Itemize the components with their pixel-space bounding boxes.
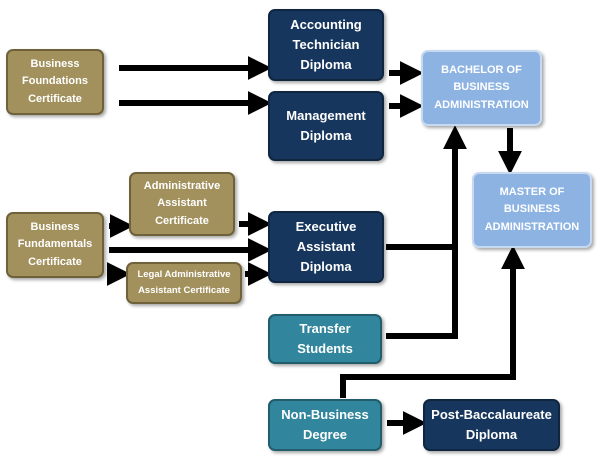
legal-admin-label: Legal Administrative Assistant Certifica… xyxy=(137,268,231,296)
accounting-technician-label: Accounting Technician Diploma xyxy=(290,16,362,73)
master-of-business-administration: MASTER OF BUSINESS ADMINISTRATION xyxy=(472,172,592,248)
post-bacc-label: Post-Baccalaureate Diploma xyxy=(431,406,552,442)
non-business-degree-label: Non-Business Degree xyxy=(281,406,369,442)
management-diploma: Management Diploma xyxy=(268,91,384,161)
legal-administrative-assistant-certificate: Legal Administrative Assistant Certifica… xyxy=(126,262,242,304)
bba-label: BACHELOR OF BUSINESS ADMINISTRATION xyxy=(434,64,529,111)
transfer-students-label: Transfer Students xyxy=(297,320,353,356)
business-fundamentals-certificate: Business Fundamentals Certificate xyxy=(6,212,104,278)
arrow-executive-to-bba xyxy=(386,125,467,250)
business-fundamentals-label: Business Fundamentals Certificate xyxy=(17,221,93,268)
executive-assistant-label: Executive Assistant Diploma xyxy=(295,218,357,275)
admin-assistant-label: Administrative Assistant Certificate xyxy=(143,180,221,227)
non-business-degree: Non-Business Degree xyxy=(268,399,382,451)
mba-label: MASTER OF BUSINESS ADMINISTRATION xyxy=(484,186,580,233)
bachelor-of-business-administration: BACHELOR OF BUSINESS ADMINISTRATION xyxy=(421,50,542,126)
accounting-technician-diploma: Accounting Technician Diploma xyxy=(268,9,384,81)
management-diploma-label: Management Diploma xyxy=(286,107,366,143)
post-baccalaureate-diploma: Post-Baccalaureate Diploma xyxy=(423,399,560,451)
business-foundations-certificate: Business Foundations Certificate xyxy=(6,49,104,115)
arrow-nonbusiness-to-mba xyxy=(340,245,525,398)
business-foundations-label: Business Foundations Certificate xyxy=(22,58,88,105)
administrative-assistant-certificate: Administrative Assistant Certificate xyxy=(129,172,235,236)
arrow-transfer-to-bba xyxy=(386,247,458,339)
transfer-students: Transfer Students xyxy=(268,314,382,364)
executive-assistant-diploma: Executive Assistant Diploma xyxy=(268,211,384,283)
